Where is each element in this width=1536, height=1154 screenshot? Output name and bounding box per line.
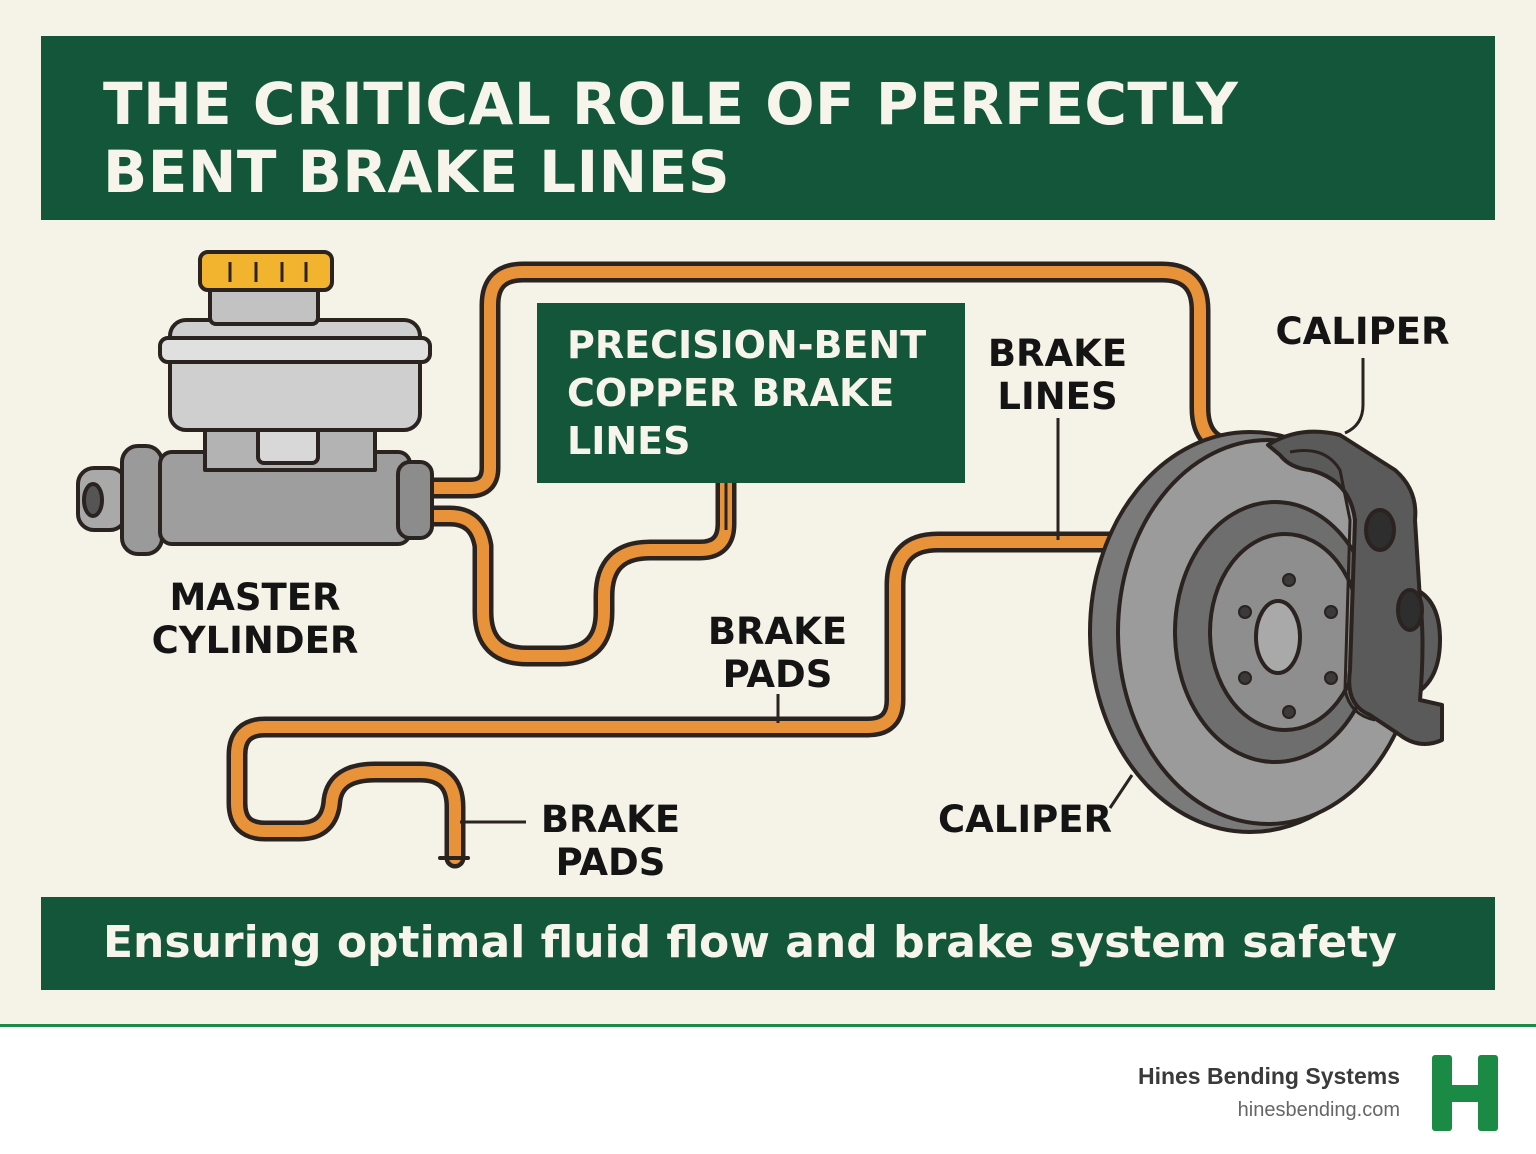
brake-line-copper [231, 266, 1296, 864]
label-caliper-top: Caliper [1275, 310, 1450, 353]
brand-url[interactable]: hinesbending.com [1237, 1099, 1400, 1121]
leader-lines [460, 358, 1365, 824]
label-caliper-bottom: Caliper [937, 798, 1112, 841]
subtitle: Ensuring optimal fluid flow and brake sy… [103, 917, 1397, 968]
caliper-body [1266, 429, 1444, 746]
master-cylinder-illustration [76, 250, 434, 556]
label-brake-pads-middle: Brake Pads [707, 610, 848, 696]
hines-logo-icon [1432, 1055, 1498, 1131]
lug-holes [1238, 573, 1338, 719]
brake-system-diagram [76, 250, 1444, 869]
label-brake-lines: Brake Lines [987, 332, 1128, 418]
brand-name: Hines Bending Systems [1137, 1063, 1400, 1089]
mounting-flange [120, 444, 164, 556]
caliper-top-leader [1344, 358, 1365, 435]
disc-brake-illustration [1088, 429, 1444, 834]
reservoir-cap [198, 250, 334, 292]
title-banner: The Critical Role of Perfectly Bent Brak… [41, 36, 1495, 220]
caliper-bottom-leader [1108, 774, 1134, 809]
reservoir-rim [158, 336, 432, 364]
label-master-cylinder: Master Cylinder [151, 576, 359, 662]
caliper-bolt-top [1364, 508, 1396, 552]
callout-box: Precision-Bent Copper Brake Lines [537, 303, 965, 483]
brake-lines [226, 261, 1301, 869]
page-title: The Critical Role of Perfectly Bent Brak… [103, 70, 1239, 206]
caliper-bolt-bottom [1396, 588, 1424, 632]
hub-center [1254, 599, 1302, 675]
push-rod-hole [82, 482, 104, 518]
callout-text: Precision-Bent Copper Brake Lines [567, 323, 927, 463]
infographic: The Critical Role of Perfectly Bent Brak… [41, 36, 1495, 990]
outlet-block [396, 460, 434, 540]
subtitle-banner: Ensuring optimal fluid flow and brake sy… [41, 897, 1495, 990]
brand-footer: Hines Bending Systems hinesbending.com [0, 1024, 1536, 1154]
label-brake-pads-bottom: Brake Pads [540, 798, 681, 884]
